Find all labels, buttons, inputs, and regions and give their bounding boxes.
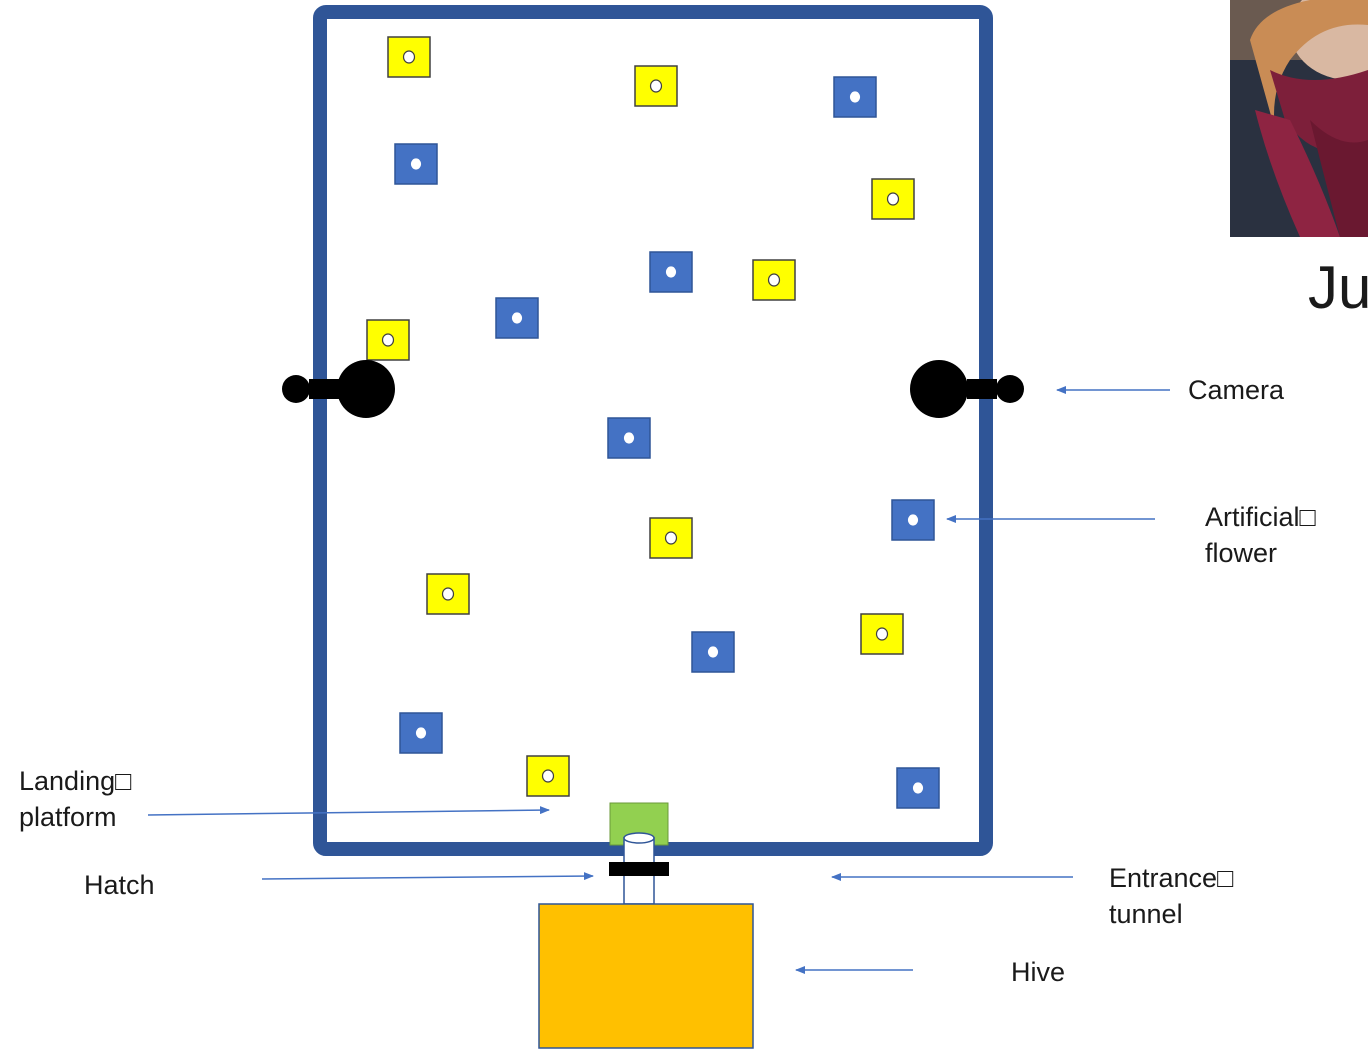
tunnel-top [623,832,655,844]
arrow-landing-platform [147,806,550,816]
label-artificial-flower: Artificial□ flower [1205,502,1316,568]
flower-center [665,266,677,278]
label-entrance-tunnel: Entrance□ tunnel [1109,863,1234,929]
artificial-flower-yellow [526,755,570,797]
artificial-flower-yellow [366,319,410,361]
camera-right [910,360,1024,418]
artificial-flowers [366,36,940,809]
artificial-flower-blue [691,631,735,673]
camera-right-lens [910,360,968,418]
flower-center [541,769,555,783]
artificial-flower-blue [896,767,940,809]
flower-center [441,587,455,601]
artificial-flower-yellow [387,36,431,78]
artificial-flower-blue [495,297,539,339]
flower-square [833,76,877,118]
flower-center [402,50,416,64]
hatch [609,862,669,876]
flower-center [767,273,781,287]
artificial-flower-yellow [871,178,915,220]
camera-left-mount [309,379,339,399]
flower-center [875,627,889,641]
flower-square [426,573,470,615]
artificial-flower-blue [399,712,443,754]
artificial-flower-blue [607,417,651,459]
flower-center [912,782,924,794]
flower-center [907,514,919,526]
hive [538,903,754,1049]
camera-left-lens [337,360,395,418]
artificial-flower-yellow [860,613,904,655]
camera-right-mount [967,379,997,399]
flower-center [381,333,395,347]
artificial-flower-yellow [426,573,470,615]
flower-center [415,727,427,739]
presenter-name-fragment: Ju [1308,254,1368,321]
flower-center [849,91,861,103]
artificial-flower-yellow [649,517,693,559]
label-hatch: Hatch [84,870,155,900]
artificial-flower-yellow [752,259,796,301]
label-camera: Camera [1188,375,1285,405]
camera-left-knob [282,375,310,403]
flower-center [707,646,719,658]
presenter-photo [1230,0,1368,237]
camera-left [282,360,395,418]
flower-center [664,531,678,545]
label-landing-platform: Landing□ platform [19,766,132,832]
arrow-hatch [261,872,594,881]
flower-square [860,613,904,655]
artificial-flower-blue [833,76,877,118]
flower-center [886,192,900,206]
flower-square [607,417,651,459]
artificial-flower-blue [649,251,693,293]
camera-right-knob [996,375,1024,403]
flower-center [410,158,422,170]
artificial-flower-blue [891,499,935,541]
artificial-flower-yellow [634,65,678,107]
flower-center [649,79,663,93]
flower-center [623,432,635,444]
artificial-flower-blue [394,143,438,185]
flower-square [495,297,539,339]
flower-center [511,312,523,324]
label-hive: Hive [1011,957,1066,987]
